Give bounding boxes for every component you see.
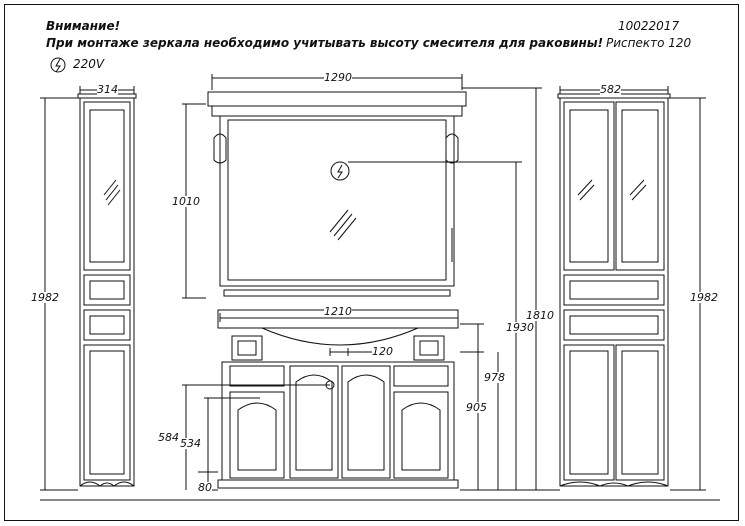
dim-plinth-height: 80 xyxy=(198,481,212,494)
product-code: 10022017 xyxy=(618,19,680,33)
left-tall-cabinet xyxy=(77,93,137,487)
voltage-label: 220V xyxy=(73,57,105,71)
electric-symbol-icon xyxy=(50,57,66,73)
drawing-frame xyxy=(4,4,739,521)
dim-outlet-height-1: 584 xyxy=(158,431,179,444)
dim-left-cabinet-width: 314 xyxy=(97,83,118,96)
dim-tap-offset: 120 xyxy=(372,345,393,358)
dim-right-cabinet-height: 1982 xyxy=(690,291,718,304)
dim-right-cabinet-width: 582 xyxy=(600,83,621,96)
product-name: Риспекто 120 xyxy=(606,36,692,50)
mirror xyxy=(207,91,467,297)
notice-title: Внимание! xyxy=(46,19,121,33)
dim-left-cabinet-height: 1982 xyxy=(31,291,59,304)
right-tall-cabinet xyxy=(557,93,671,487)
dim-mirror-width: 1290 xyxy=(324,71,352,84)
dim-outlet-height-2: 534 xyxy=(180,437,201,450)
dim-mirror-height: 1010 xyxy=(172,195,200,208)
vanity xyxy=(217,309,459,489)
dim-basin-top-height: 978 xyxy=(484,371,505,384)
notice-text: При монтаже зеркала необходимо учитывать… xyxy=(46,36,604,50)
dim-socket-height: 1810 xyxy=(526,309,554,322)
dim-basin-width: 1210 xyxy=(324,305,352,318)
dim-mirror-top-height: 1930 xyxy=(506,321,534,334)
dim-vanity-body-height: 905 xyxy=(466,401,487,414)
